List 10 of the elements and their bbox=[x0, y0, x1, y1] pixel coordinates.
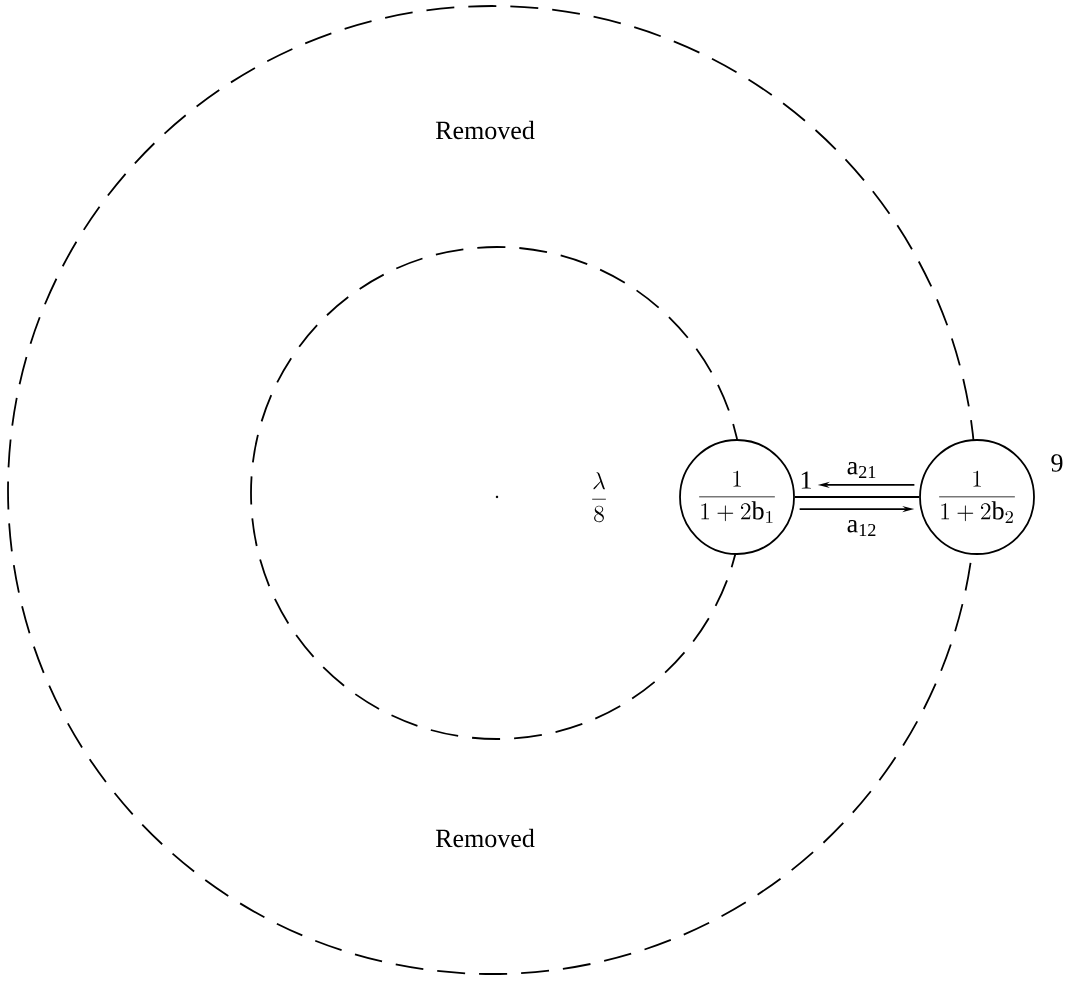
node-number: 9 bbox=[1048, 452, 1066, 474]
region-label: Removed bbox=[435, 828, 535, 848]
circle-node: $\frac{1}{1+2\mathrm{b}_{1}}$ bbox=[679, 439, 795, 555]
circle-node: $\frac{1}{1+2\mathrm{b}_{2}}$ bbox=[919, 439, 1035, 555]
formula-label: $\frac{\lambda}{8}$ bbox=[592, 472, 606, 523]
node-number: 1 bbox=[797, 469, 815, 491]
region-label: Removed bbox=[435, 120, 535, 140]
connector-line bbox=[794, 496, 920, 498]
edge-label: a$_{21}$ bbox=[844, 460, 880, 480]
edge-label: a$_{12}$ bbox=[844, 518, 880, 538]
